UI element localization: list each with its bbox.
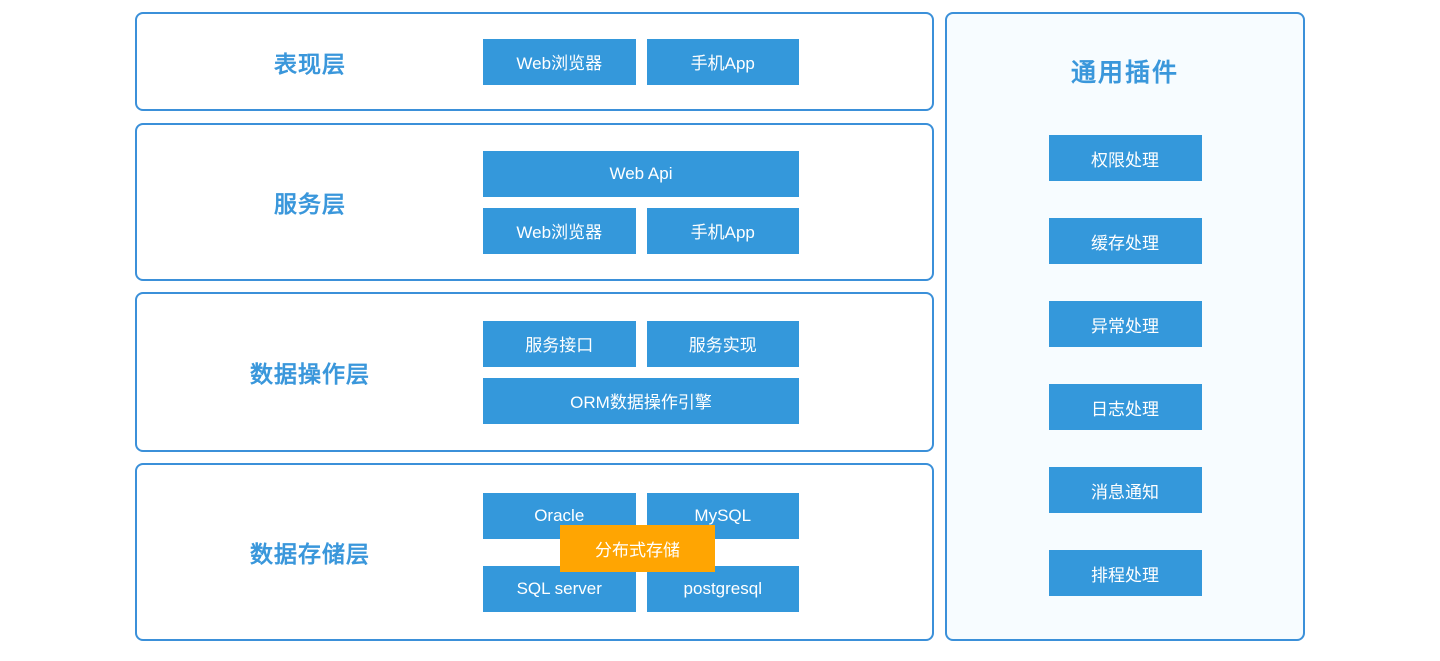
service-interface-node[interactable]: 服务接口 <box>483 320 636 367</box>
log-handling-node[interactable]: 日志处理 <box>1048 384 1202 430</box>
cache-handling-node[interactable]: 缓存处理 <box>1048 218 1202 264</box>
node-row: Web浏览器 手机App <box>483 38 799 85</box>
postgresql-node[interactable]: postgresql <box>646 565 799 612</box>
plugins-list: 权限处理 缓存处理 异常处理 日志处理 消息通知 排程处理 <box>947 135 1303 596</box>
service-implementation-node[interactable]: 服务实现 <box>646 320 799 367</box>
layer-title-service: 服务层 <box>274 191 346 217</box>
mobile-app-node[interactable]: 手机App <box>646 207 799 254</box>
mobile-app-node[interactable]: 手机App <box>646 38 799 85</box>
plugins-panel-title: 通用插件 <box>1070 59 1179 87</box>
message-notification-node[interactable]: 消息通知 <box>1048 467 1202 513</box>
layer-title-data-storage: 数据存储层 <box>250 541 370 567</box>
node-row: ORM数据操作引擎 <box>483 377 799 424</box>
layer-body-presentation: Web浏览器 手机App <box>483 14 799 109</box>
node-row: SQL server postgresql <box>483 565 799 612</box>
layer-body-service: Web Api Web浏览器 手机App <box>483 125 799 279</box>
layer-box-service: 服务层 Web Api Web浏览器 手机App <box>135 123 934 281</box>
node-row: Web浏览器 手机App <box>483 207 799 254</box>
exception-handling-node[interactable]: 异常处理 <box>1048 301 1202 347</box>
layer-box-presentation: 表现层 Web浏览器 手机App <box>135 12 934 111</box>
sql-server-node[interactable]: SQL server <box>483 565 636 612</box>
node-row: 服务接口 服务实现 <box>483 320 799 367</box>
orm-engine-node[interactable]: ORM数据操作引擎 <box>483 377 799 424</box>
web-browser-node[interactable]: Web浏览器 <box>483 38 636 85</box>
node-row: Web Api <box>483 150 799 197</box>
layer-box-data-storage: 数据存储层 Oracle MySQL SQL server postgresql… <box>135 463 934 641</box>
web-api-node[interactable]: Web Api <box>483 150 799 197</box>
web-browser-node[interactable]: Web浏览器 <box>483 207 636 254</box>
distributed-storage-node[interactable]: 分布式存储 <box>560 525 715 572</box>
common-plugins-panel: 通用插件 权限处理 缓存处理 异常处理 日志处理 消息通知 排程处理 <box>945 12 1305 641</box>
permission-handling-node[interactable]: 权限处理 <box>1048 135 1202 181</box>
layer-title-presentation: 表现层 <box>274 50 346 77</box>
oracle-node[interactable]: Oracle <box>483 492 636 539</box>
layer-body-data-operation: 服务接口 服务实现 ORM数据操作引擎 <box>483 294 799 450</box>
layer-title-data-operation: 数据操作层 <box>250 361 370 387</box>
schedule-handling-node[interactable]: 排程处理 <box>1048 550 1202 596</box>
layer-box-data-operation: 数据操作层 服务接口 服务实现 ORM数据操作引擎 <box>135 292 934 452</box>
